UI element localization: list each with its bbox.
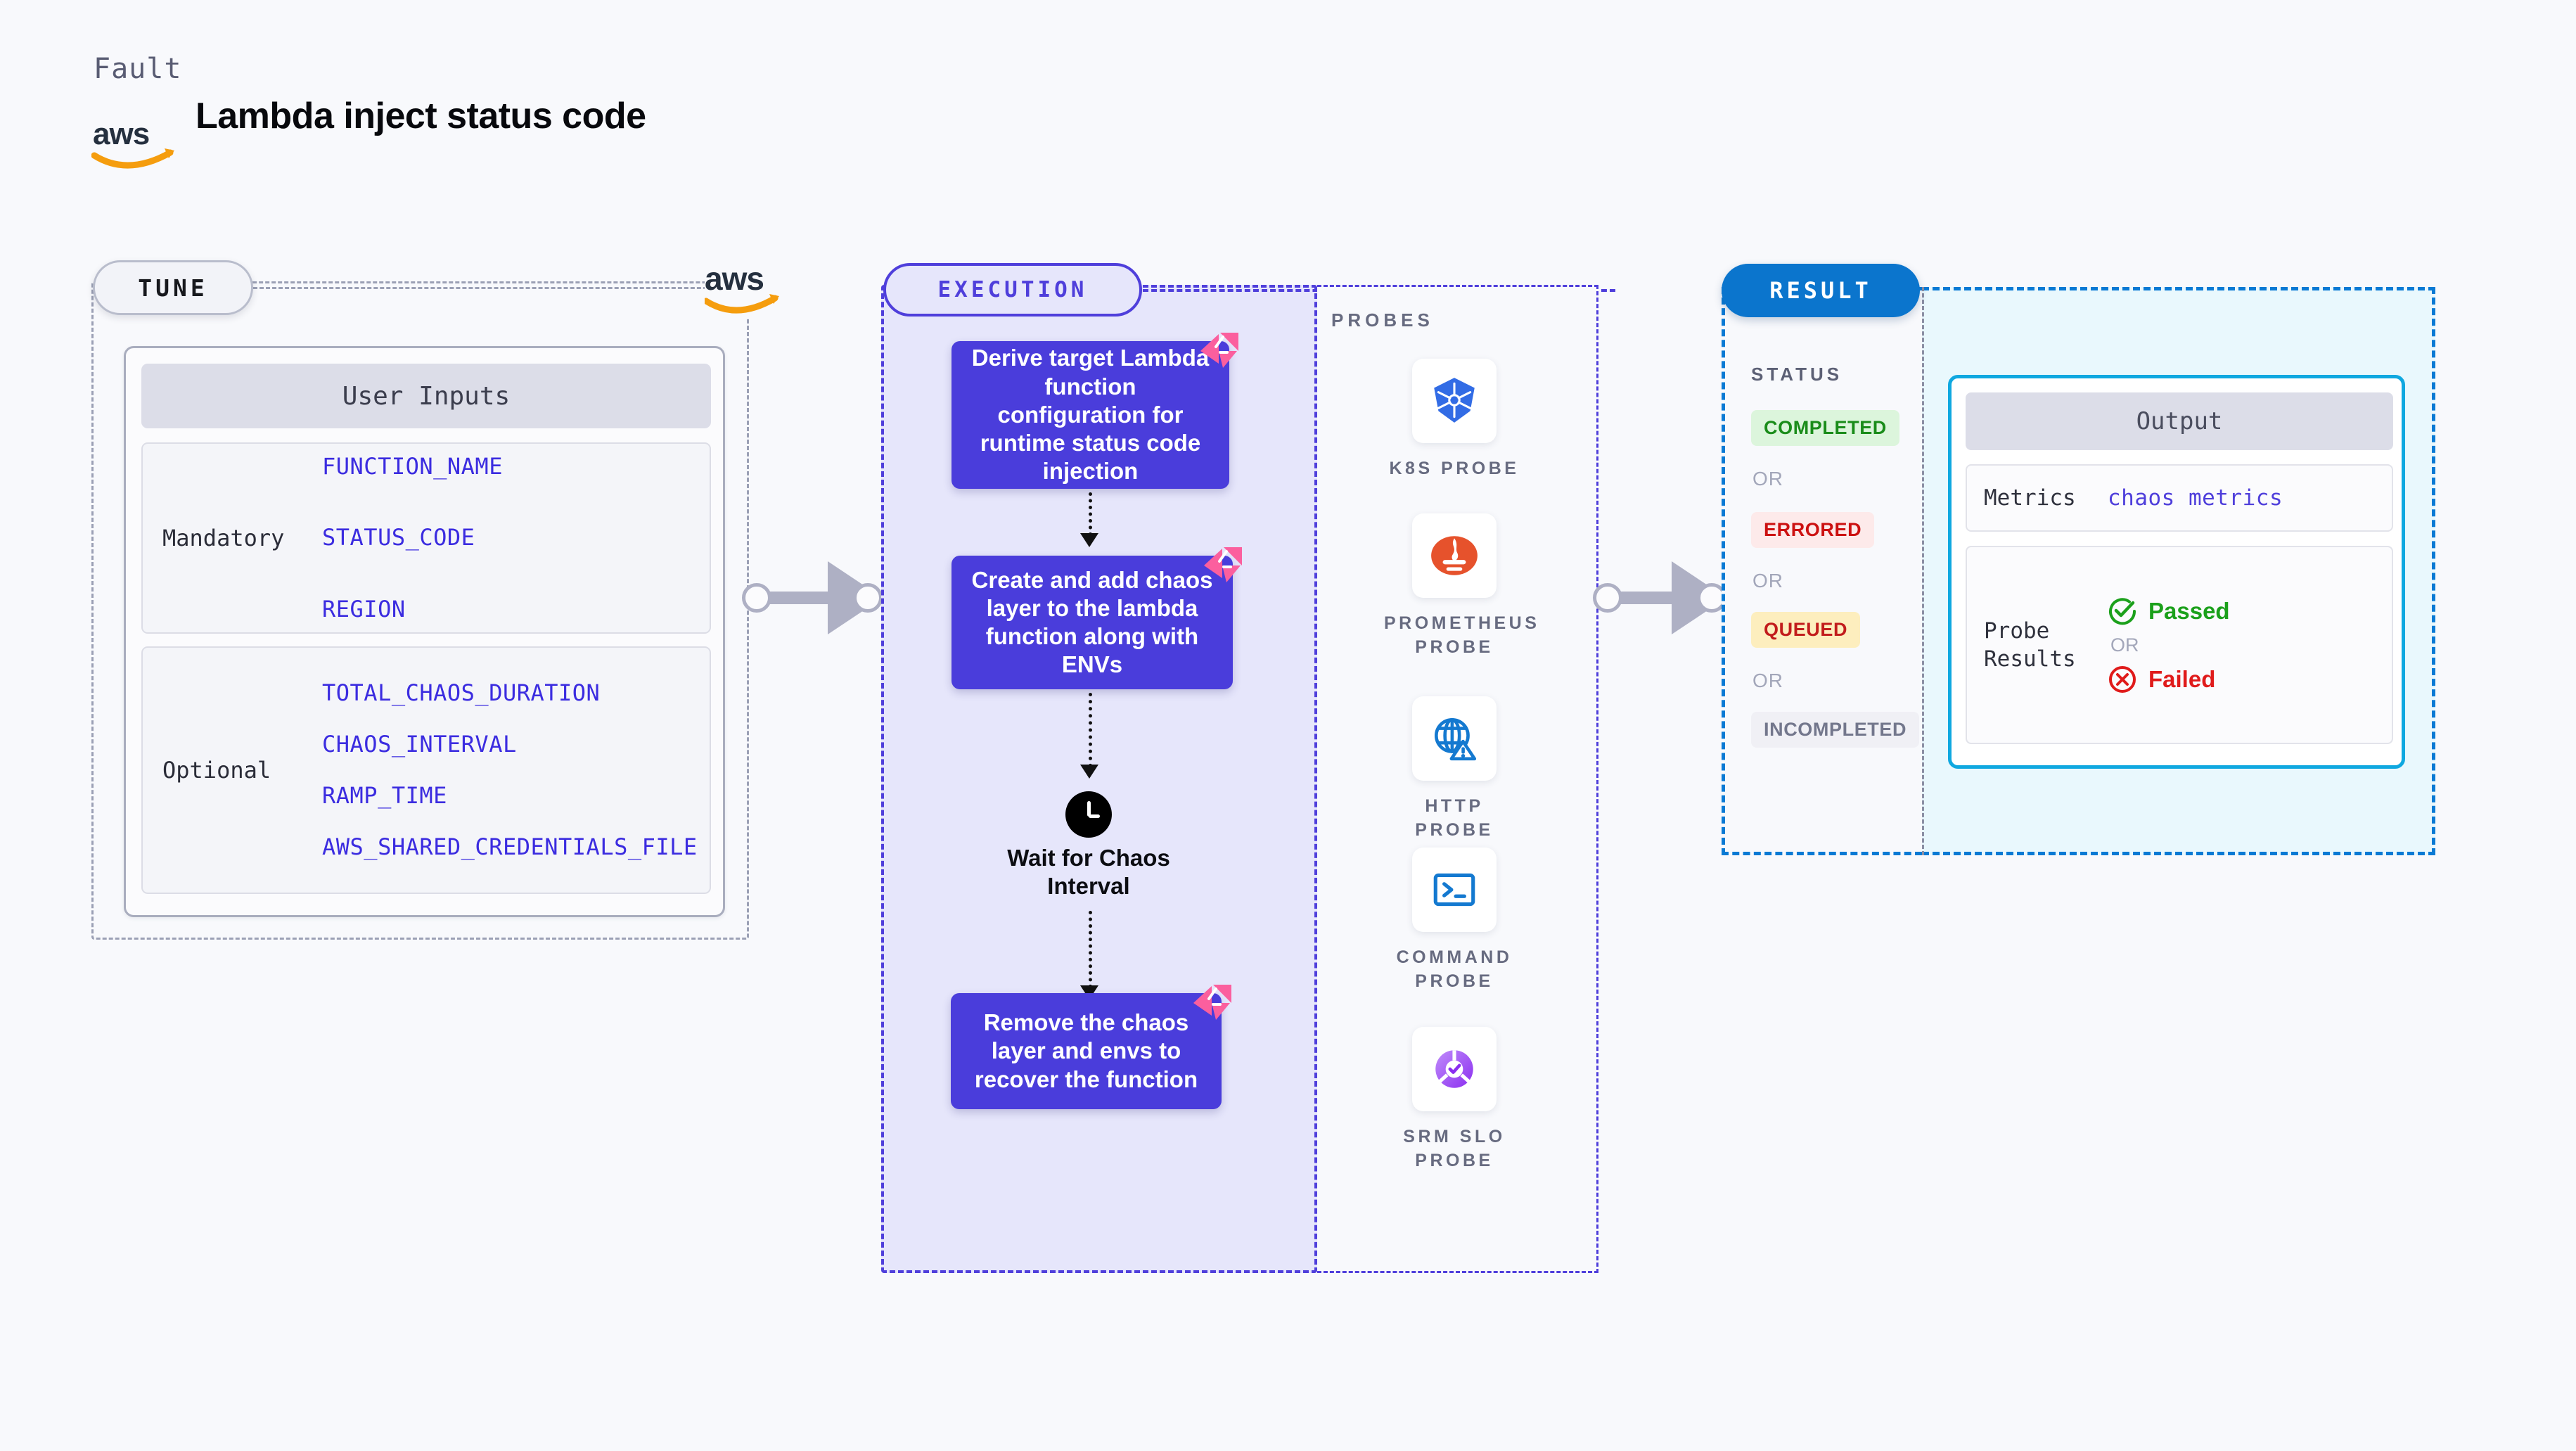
tune-divider	[253, 287, 745, 289]
probes-title: PROBES	[1331, 309, 1434, 331]
tune-badge[interactable]: TUNE	[93, 260, 253, 315]
kubernetes-icon	[1412, 359, 1497, 443]
optional-section: Optional TOTAL_CHAOS_DURATION CHAOS_INTE…	[141, 646, 711, 894]
execution-step-1[interactable]: Derive target Lambda function configurat…	[951, 341, 1229, 489]
probe-item[interactable]: K8S PROBE	[1384, 359, 1525, 481]
status-separator: OR	[1752, 468, 1783, 490]
tune-variable[interactable]: FUNCTION_NAME	[322, 453, 503, 480]
metrics-value[interactable]: chaos metrics	[2108, 485, 2283, 511]
page-title: Lambda inject status code	[196, 96, 646, 136]
mandatory-label: Mandatory	[162, 525, 285, 551]
result-badge[interactable]: RESULT	[1722, 264, 1920, 317]
probe-result-failed: Failed	[2108, 665, 2230, 694]
probe-label: COMMAND PROBE	[1396, 947, 1513, 991]
output-title: Output	[1966, 392, 2393, 450]
output-probe-results-row: Probe Results Passed OR Failed	[1966, 546, 2393, 744]
execution-badge[interactable]: EXECUTION	[883, 263, 1142, 317]
aws-logo: aws	[91, 117, 174, 169]
optional-label: Optional	[162, 757, 271, 784]
connector-dot	[1593, 583, 1622, 613]
execution-step-3[interactable]: Remove the chaos layer and envs to recov…	[951, 993, 1222, 1109]
status-separator: OR	[1752, 570, 1783, 592]
prometheus-icon	[1412, 513, 1497, 598]
result-container	[1722, 287, 1922, 855]
probe-item[interactable]: HTTP PROBE	[1384, 696, 1525, 843]
clock-icon	[1065, 791, 1112, 838]
connector-tune-to-execution	[742, 556, 883, 640]
probe-label: SRM SLO PROBE	[1403, 1127, 1506, 1170]
tune-variable[interactable]: STATUS_CODE	[322, 524, 475, 551]
probe-label: PROMETHEUS PROBE	[1384, 613, 1540, 657]
probe-results-label: Probe Results	[1984, 618, 2076, 672]
metrics-label: Metrics	[1984, 485, 2076, 511]
terminal-icon	[1412, 848, 1497, 932]
x-circle-icon	[2109, 665, 2136, 693]
failed-label: Failed	[2148, 665, 2216, 692]
status-title: STATUS	[1751, 364, 1843, 385]
tune-variable[interactable]: TOTAL_CHAOS_DURATION	[322, 679, 601, 706]
result-divider	[1922, 287, 1924, 855]
svg-text:aws: aws	[93, 117, 149, 151]
probe-item[interactable]: PROMETHEUS PROBE	[1384, 513, 1540, 660]
connector-dot	[742, 583, 771, 613]
tune-provider-logo: aws	[703, 259, 782, 319]
mandatory-section: Mandatory FUNCTION_NAME STATUS_CODE REGI…	[141, 442, 711, 634]
user-inputs-card: User Inputs Mandatory FUNCTION_NAME STAT…	[124, 346, 725, 917]
probe-label: K8S PROBE	[1389, 459, 1520, 478]
check-circle-icon	[2109, 597, 2136, 625]
wait-label: Wait for Chaos Interval	[1007, 845, 1170, 900]
status-badge-queued: QUEUED	[1751, 612, 1861, 648]
status-badge-errored: ERRORED	[1751, 512, 1875, 548]
tune-variable[interactable]: CHAOS_INTERVAL	[322, 730, 517, 758]
probe-result-separator: OR	[2110, 634, 2139, 656]
page-kicker: Fault	[94, 53, 182, 85]
tune-variable[interactable]: RAMP_TIME	[322, 782, 447, 809]
output-metrics-row: Metrics chaos metrics	[1966, 464, 2393, 532]
probe-result-passed: Passed	[2108, 596, 2230, 626]
tune-variable[interactable]: AWS_SHARED_CREDENTIALS_FILE	[322, 833, 698, 861]
litmus-chaos-icon	[1193, 985, 1231, 1020]
litmus-chaos-icon	[1200, 333, 1238, 368]
execution-step-2[interactable]: Create and add chaos layer to the lambda…	[951, 556, 1233, 689]
passed-label: Passed	[2148, 597, 2230, 624]
probe-item[interactable]: SRM SLO PROBE	[1384, 1027, 1525, 1173]
output-card: Output Metrics chaos metrics Probe Resul…	[1948, 375, 2405, 769]
connector-dot	[853, 583, 883, 613]
user-inputs-title: User Inputs	[141, 364, 711, 428]
svg-text:aws: aws	[705, 260, 764, 297]
probe-label: HTTP PROBE	[1415, 796, 1494, 840]
globe-warning-icon	[1412, 696, 1497, 781]
status-badge-incompleted: INCOMPLETED	[1751, 712, 1920, 748]
srm-slo-icon	[1412, 1027, 1497, 1111]
status-badge-completed: COMPLETED	[1751, 410, 1899, 446]
probe-item[interactable]: COMMAND PROBE	[1384, 848, 1525, 994]
status-separator: OR	[1752, 670, 1783, 691]
tune-variable[interactable]: REGION	[322, 595, 406, 622]
connector-probes-to-result	[1593, 556, 1726, 640]
litmus-chaos-icon	[1204, 547, 1242, 582]
